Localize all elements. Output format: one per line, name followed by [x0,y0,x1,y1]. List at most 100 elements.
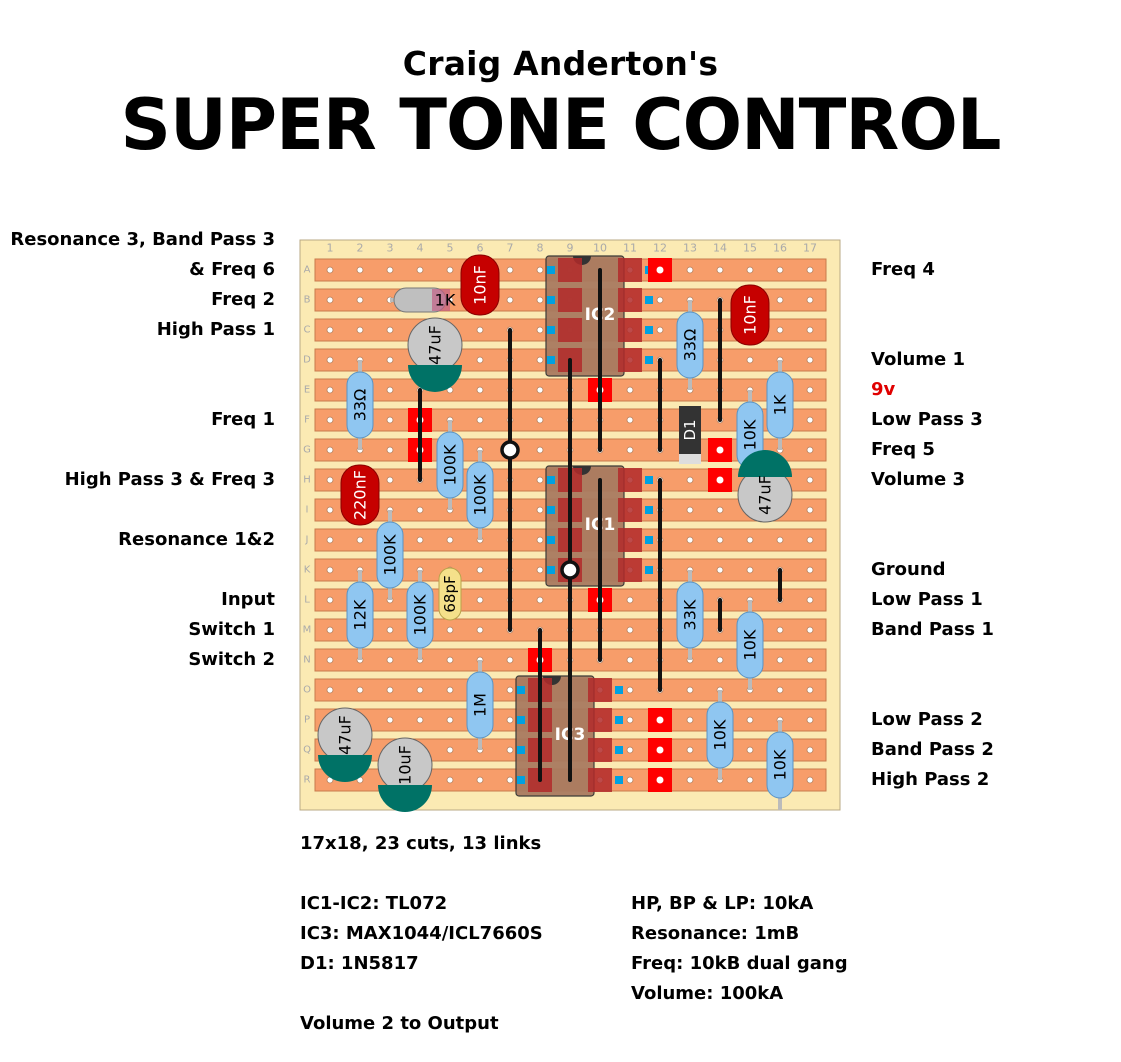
hole [476,416,484,424]
electrolytic-stripe [318,755,372,782]
hole [806,506,814,514]
right-label: Volume 3 [871,469,966,490]
ic-pin-pad [618,528,642,552]
hole [746,566,754,574]
column-number-7: 7 [507,242,514,255]
resistor-body [346,371,374,439]
row-letter-G: G [303,445,311,456]
ic-cut-mark [645,326,653,334]
hole [656,326,664,334]
hole [806,416,814,424]
hole [326,686,334,694]
right-label: 9v [871,379,896,400]
column-number-3: 3 [387,242,394,255]
hole [806,656,814,664]
diode-label: D1 [681,419,699,440]
hole [716,566,724,574]
note-freq: Freq: 10kB dual gang [631,953,848,974]
ic-cut-mark [615,776,623,784]
hole [476,326,484,334]
hole [326,386,334,394]
right-label: Low Pass 3 [871,409,983,430]
hole [626,416,634,424]
hole [356,266,364,274]
ic-cut-mark [517,716,525,724]
hole [626,386,634,394]
hole [626,596,634,604]
resistor-label: 100K [381,534,400,576]
left-label: High Pass 1 [156,319,275,340]
hole [476,566,484,574]
hole [326,596,334,604]
diode-band [679,454,701,464]
resistor-label: 1K [771,394,790,415]
row-letter-I: I [306,505,309,516]
hole [716,476,724,484]
resistor-label: 10K [771,749,790,780]
row-letter-F: F [304,415,310,426]
hole [416,506,424,514]
hole [626,626,634,634]
hole [506,656,514,664]
hole [536,536,544,544]
column-number-4: 4 [417,242,424,255]
hole [506,746,514,754]
left-label: High Pass 3 & Freq 3 [64,469,275,490]
hole [326,506,334,514]
row-letter-J: J [305,535,309,546]
hole [356,686,364,694]
resistor-body [466,461,494,529]
row-letter-H: H [303,475,311,486]
hole [536,506,544,514]
hole [536,596,544,604]
hole [806,266,814,274]
hole [326,656,334,664]
hole [806,386,814,394]
hole [386,386,394,394]
column-number-6: 6 [477,242,484,255]
hole [386,656,394,664]
hole [326,566,334,574]
hole [326,416,334,424]
ic-cut-mark [615,716,623,724]
hole [746,746,754,754]
ic-cut-mark [547,266,555,274]
hole [746,536,754,544]
ic-cut-mark [517,686,525,694]
ic-pin-pad [618,468,642,492]
ic-pin-pad [618,288,642,312]
electrolytic-stripe [738,450,792,477]
resistor-label: 100K [441,444,460,486]
film-capacitor [340,464,380,526]
hole [536,476,544,484]
resistor-label: 1M [471,693,490,717]
hole [386,356,394,364]
page-title: SUPER TONE CONTROL [120,84,1002,166]
row-letter-P: P [304,715,310,726]
note-ic3: IC3: MAX1044/ICL7660S [300,923,543,944]
hole [326,446,334,454]
hole [326,536,334,544]
column-number-9: 9 [567,242,574,255]
hole [656,716,664,724]
ic-cut-mark [615,746,623,754]
hole [776,536,784,544]
right-label: Ground [871,559,946,580]
ic-cut-mark [547,296,555,304]
hole [536,416,544,424]
resistor-body [676,581,704,649]
ic-pin-pad [588,738,612,762]
column-number-5: 5 [447,242,454,255]
right-label: High Pass 2 [871,769,990,790]
hole [656,776,664,784]
row-letter-E: E [304,385,310,396]
hole [416,686,424,694]
ic-cut-mark [645,296,653,304]
hole [716,536,724,544]
ceramic-capacitor [438,567,462,621]
hole [746,716,754,724]
hole [776,266,784,274]
row-letter-B: B [304,295,311,306]
hole [416,266,424,274]
hole [506,296,514,304]
